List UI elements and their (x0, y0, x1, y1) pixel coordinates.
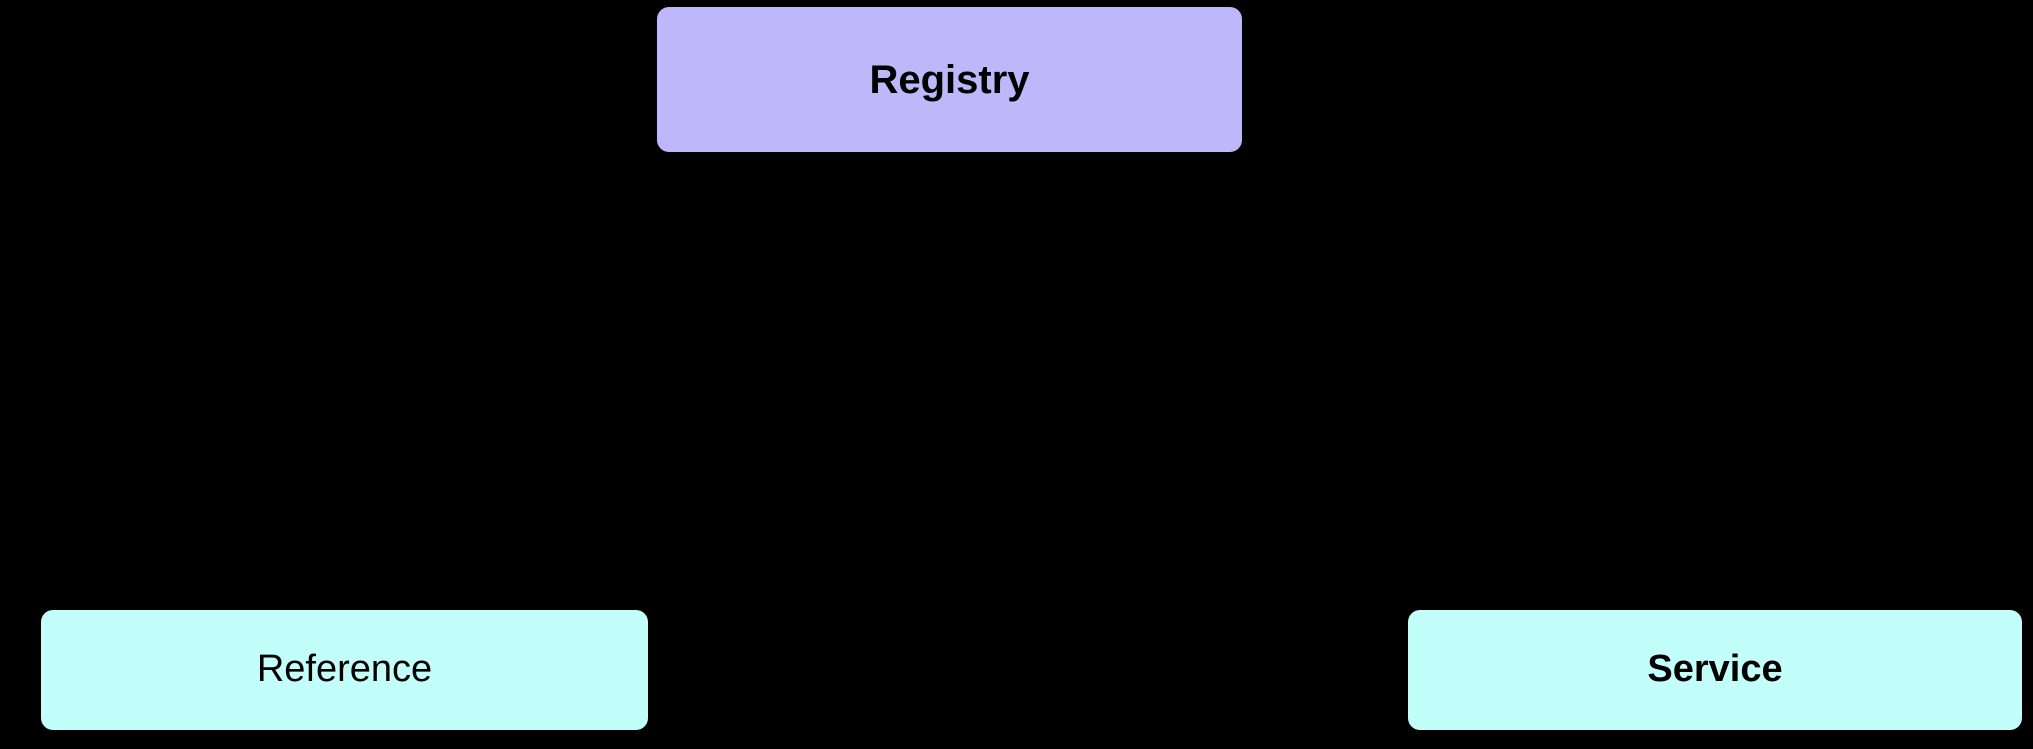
node-registry: Registry (657, 7, 1242, 152)
node-service: Service (1408, 610, 2022, 730)
node-reference: Reference (41, 610, 648, 730)
node-reference-label: Reference (256, 648, 433, 691)
node-registry-label: Registry (869, 57, 1030, 102)
node-service-label: Service (1647, 648, 1783, 691)
